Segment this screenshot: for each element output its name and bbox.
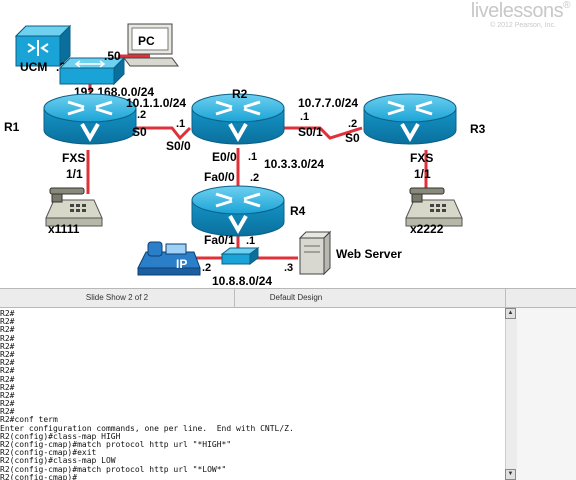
r3-label: R3: [470, 122, 486, 136]
terminal-scrollbar[interactable]: ▲ ▼: [505, 308, 576, 480]
r2-s00-host-label: .1: [176, 118, 185, 130]
r4-lan-network-label: 10.8.8.0/24: [212, 274, 272, 288]
r4-fa01-label: Fa0/1: [204, 233, 235, 247]
status-bar-end: [505, 289, 576, 307]
slide-canvas: livelessons® © 2012 Pearson, Inc.: [4, 0, 571, 288]
web-server-icon: [298, 230, 332, 276]
brand-logo: livelessons®: [470, 0, 571, 22]
r3-host-label: .2: [348, 118, 357, 130]
terminal-line: R2#: [0, 309, 15, 318]
terminal-line: R2(config)#class-map LOW: [0, 456, 116, 466]
r3-fxs-port-label: 1/1: [414, 167, 431, 181]
r1-fxs-label: FXS: [62, 151, 85, 165]
r4-label: R4: [290, 204, 306, 218]
analog-phone-x1111-icon: [45, 187, 103, 227]
ucm-server-icon: [14, 24, 72, 68]
ip-phone-icon: [137, 241, 201, 276]
slide-counter: Slide Show 2 of 2: [0, 289, 235, 307]
terminal-line: R2#: [0, 325, 15, 335]
r1-fxs-port-label: 1/1: [66, 167, 83, 181]
r1-host-label: .2: [137, 109, 146, 121]
terminal-line: R2(config-cmap)#: [0, 472, 78, 480]
r2-r3-network-label: 10.7.7.0/24: [298, 96, 358, 110]
r2-s00-label: S0/0: [166, 139, 191, 153]
terminal-line: R2#: [0, 399, 15, 409]
pc-label: PC: [138, 34, 155, 48]
terminal-line: R2#: [0, 390, 15, 400]
r4-switch-icon: [220, 247, 260, 265]
ipphone-host-label: .2: [202, 262, 211, 274]
r1-s0-label: S0: [132, 125, 147, 139]
terminal-line: R2(config-cmap)#match protocol http url …: [0, 440, 232, 449]
router-r1-icon: [42, 92, 138, 146]
scroll-down-arrow-icon[interactable]: ▼: [505, 469, 516, 480]
network-diagram: UCM .25 .50 192.168.0.0/24 PC R1 R2 R3 R…: [4, 23, 486, 288]
terminal-line: R2#: [0, 333, 15, 343]
r2-e00-host-label: .1: [248, 151, 257, 163]
link-r1-r2: [136, 126, 192, 141]
terminal-console[interactable]: R2#R2#R2#R2#R2#R2#R2#R2#R2#R2#R2#R2#R2#R…: [0, 308, 506, 480]
pc-icon: [123, 23, 179, 67]
r1-label: R1: [4, 120, 20, 134]
phone-x1111-label: x1111: [48, 222, 80, 236]
router-r4-icon: [190, 184, 286, 238]
terminal-line: R2(config-cmap)#match protocol http url …: [0, 464, 227, 474]
r3-s0-label: S0: [345, 131, 360, 145]
r4-fa00-label: Fa0/0: [204, 170, 235, 184]
web-host-label: .3: [284, 262, 293, 274]
presentation-status-bar: Slide Show 2 of 2 Default Design: [0, 288, 576, 308]
scroll-track[interactable]: [505, 319, 517, 469]
terminal-output: R2#R2#R2#R2#R2#R2#R2#R2#R2#R2#R2#R2#R2#R…: [0, 309, 505, 480]
terminal-line: R2(config-cmap)#exit: [0, 448, 97, 458]
pc-host-label: .50: [104, 49, 121, 63]
scroll-up-arrow-icon[interactable]: ▲: [505, 308, 516, 319]
terminal-line: R2#: [0, 358, 15, 368]
r3-fxs-label: FXS: [410, 151, 433, 165]
router-r2-icon: [190, 92, 286, 146]
terminal-line: R2#: [0, 382, 15, 392]
terminal-line: R2#: [0, 317, 15, 327]
r2-e00-label: E0/0: [212, 150, 237, 164]
terminal-line: Enter configuration commands, one per li…: [0, 423, 294, 433]
terminal-line: R2#: [0, 341, 15, 351]
r4-fa00-host-label: .2: [250, 172, 259, 184]
lan-switch-icon: [58, 56, 126, 86]
analog-phone-x2222-icon: [405, 187, 463, 227]
terminal-line: R2#: [0, 407, 15, 417]
ucm-label: UCM: [20, 60, 47, 74]
router-r3-icon: [362, 92, 458, 146]
r2-r4-network-label: 10.3.3.0/24: [264, 157, 324, 171]
ip-phone-label: IP: [176, 257, 187, 271]
terminal-line: R2(config)#class-map HIGH: [0, 431, 121, 441]
link-r2-r3: [284, 126, 363, 140]
terminal-line: R2#conf term: [0, 415, 58, 425]
terminal-line: R2#: [0, 366, 15, 376]
r1-r2-network-label: 10.1.1.0/24: [126, 96, 186, 110]
r4-fa01-host-label: .1: [246, 235, 255, 247]
r2-label: R2: [232, 87, 248, 101]
terminal-line: R2#: [0, 349, 15, 359]
phone-x2222-label: x2222: [410, 222, 444, 236]
design-name: Default Design: [269, 293, 323, 302]
terminal-line: R2#: [0, 374, 15, 384]
r2-s01-label: S0/1: [298, 125, 323, 139]
web-server-label: Web Server: [336, 247, 402, 261]
brand-copyright: © 2012 Pearson, Inc.: [490, 22, 556, 29]
r2-s01-host-label: .1: [300, 111, 309, 123]
